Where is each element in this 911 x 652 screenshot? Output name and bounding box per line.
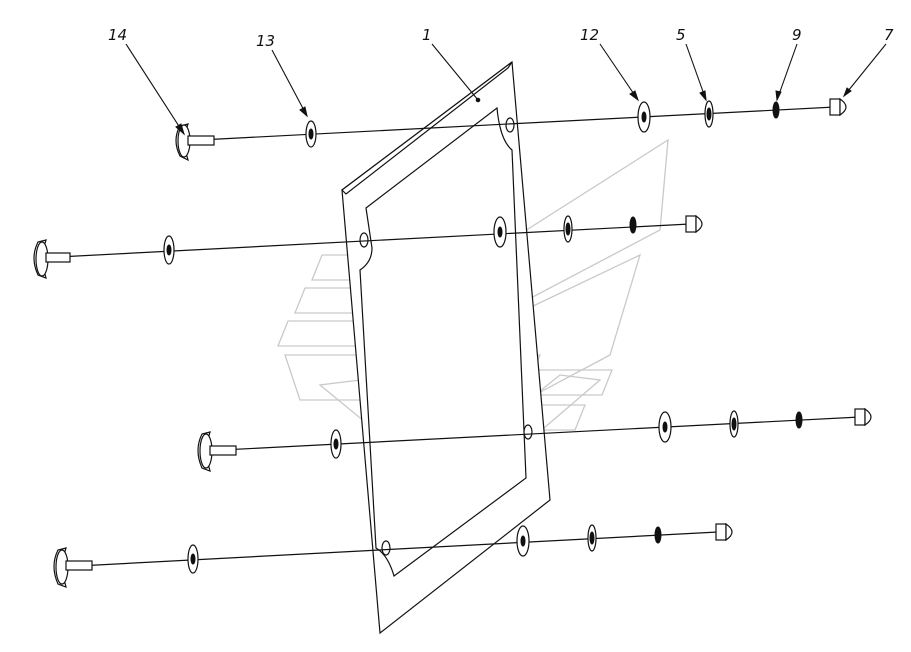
callout-1: 1 (422, 26, 432, 44)
lock-washer-row-4 (654, 526, 662, 544)
bolt-14 (175, 123, 215, 162)
leader-lines (125, 43, 887, 136)
fastener-row-3 (197, 407, 872, 472)
washer-row-2c (563, 215, 573, 243)
washer-5 (704, 100, 714, 128)
callout-7: 7 (884, 26, 894, 44)
callout-9: 9 (792, 26, 802, 44)
callout-labels: 14 13 1 12 5 9 7 (108, 26, 894, 50)
callout-13: 13 (256, 32, 275, 50)
washer-13 (305, 120, 317, 148)
cap-nut-row-2 (685, 214, 703, 234)
cap-nut-7 (829, 97, 847, 117)
callout-14: 14 (108, 26, 127, 44)
bolt-row-4 (53, 547, 93, 588)
washer-row-3a (330, 429, 342, 459)
fastener-row-1 (175, 97, 847, 162)
lock-washer-row-3 (795, 411, 803, 429)
washer-row-4b (516, 525, 530, 557)
washer-row-2b (493, 216, 507, 248)
callout-5: 5 (676, 26, 686, 44)
washer-row-2a (163, 235, 175, 265)
bolt-row-2 (33, 239, 71, 279)
washer-row-3b (658, 411, 672, 443)
fastener-row-2 (33, 214, 703, 279)
callout-12: 12 (580, 26, 599, 44)
cap-nut-row-4 (715, 522, 733, 542)
lock-washer-9 (772, 101, 780, 119)
cap-nut-row-3 (854, 407, 872, 427)
bolt-row-3 (197, 431, 237, 472)
washer-12 (637, 101, 651, 133)
gasket-frame (341, 60, 551, 635)
washer-row-3c (729, 410, 739, 438)
washer-row-4a (187, 544, 199, 574)
washer-row-4c (587, 524, 597, 552)
fastener-row-4 (53, 522, 733, 588)
lock-washer-row-2 (629, 216, 637, 234)
